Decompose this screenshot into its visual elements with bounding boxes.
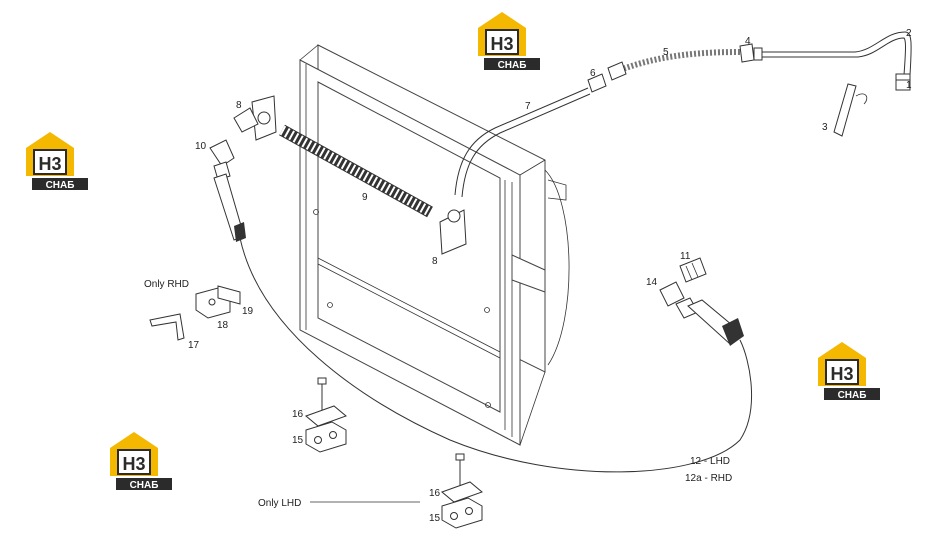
callout-16-lower: 16 [429, 488, 441, 499]
logo-mark: H3 [122, 454, 145, 474]
callout-15-lower: 15 [429, 513, 441, 524]
pipe-2 [760, 31, 912, 76]
flange-fitting-8-top [233, 95, 277, 141]
tube-7-inner [461, 93, 591, 198]
hose-end-right [687, 299, 744, 346]
callout-15-upper: 15 [292, 435, 304, 446]
elbow-fitting-10 [209, 139, 235, 181]
logo-word: CHAБ [838, 390, 867, 401]
corrugated-tube-9 [279, 124, 433, 218]
callout-14: 14 [646, 277, 658, 288]
callout-16-upper: 16 [292, 409, 304, 420]
logo-word: CHAБ [498, 60, 527, 71]
note-only-rhd: Only RHD [144, 279, 189, 290]
logo-word: CHAБ [130, 480, 159, 491]
callout-5: 5 [663, 47, 669, 58]
logo-right: H3 CHAБ [818, 342, 880, 401]
callout-3: 3 [822, 122, 828, 133]
callout-9: 9 [362, 192, 368, 203]
logo-mark: H3 [830, 364, 853, 384]
logo-word: CHAБ [46, 180, 75, 191]
callout-18: 18 [217, 320, 229, 331]
callout-12: 12 - LHD [690, 456, 730, 467]
elbow-fitting-14 [659, 281, 699, 319]
tube-7 [454, 87, 589, 196]
bracket-17 [149, 313, 185, 341]
cap-1 [895, 73, 911, 91]
callout-12a: 12a - RHD [685, 473, 732, 484]
callout-11: 11 [680, 251, 691, 262]
fitting-11 [679, 257, 707, 283]
bracket-3 [833, 83, 868, 137]
hose-12 [239, 237, 752, 473]
hose-end-left [213, 173, 246, 242]
logo-bottom-left: H3 CHAБ [110, 432, 172, 491]
flange-fitting-8-bottom [439, 209, 467, 255]
fitting-4 [739, 43, 763, 63]
callout-1: 1 [906, 80, 912, 91]
note-only-lhd: Only LHD [258, 498, 301, 509]
callout-19: 19 [242, 306, 254, 317]
callout-8-top: 8 [236, 100, 242, 111]
callout-10: 10 [195, 141, 207, 152]
callout-2: 2 [906, 28, 912, 39]
clamp-15-upper [305, 377, 347, 453]
logo-mark: H3 [490, 34, 513, 54]
clamp-15-lower [441, 453, 483, 529]
callout-6: 6 [590, 68, 596, 79]
callout-4: 4 [745, 36, 751, 47]
callout-8-bottom: 8 [432, 256, 438, 267]
pipe-2-inner [760, 37, 906, 76]
logo-top: H3 CHAБ [478, 12, 540, 71]
plate-19 [217, 285, 241, 305]
callout-7: 7 [525, 101, 531, 112]
callout-17: 17 [188, 340, 200, 351]
logo-left: H3 CHAБ [26, 132, 88, 191]
fitting-6 [587, 61, 627, 93]
logo-mark: H3 [38, 154, 61, 174]
flex-hose-5 [618, 49, 741, 73]
